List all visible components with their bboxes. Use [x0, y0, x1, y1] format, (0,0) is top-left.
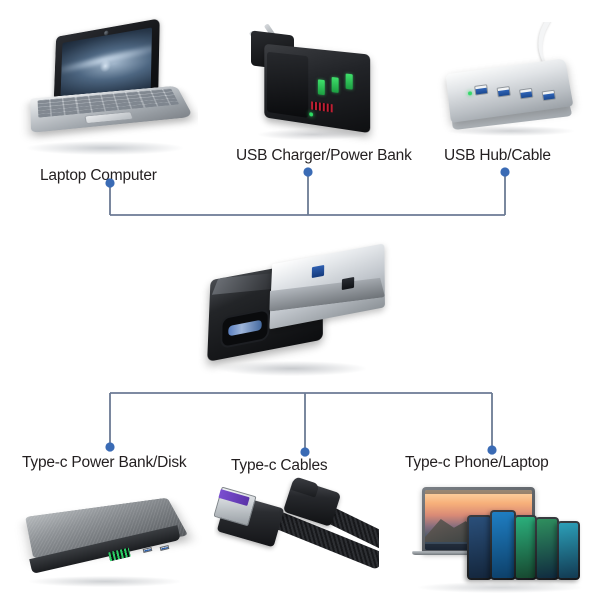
macbook-menu-bar: [424, 490, 533, 495]
hub-usb-port: [474, 83, 489, 96]
connector-dot: [303, 167, 313, 177]
smartphone: [513, 514, 538, 581]
hub-usb-port: [496, 85, 512, 97]
smartphone: [490, 509, 516, 581]
charger-front-face: [267, 51, 309, 118]
charger-body: [264, 43, 371, 133]
charger-status-led-icon: [309, 112, 313, 117]
charger-led-display: [311, 101, 333, 113]
smartphone: [556, 521, 581, 581]
smartphone: [535, 517, 559, 581]
adapter-shadow: [218, 360, 366, 376]
power-bank-usb-port: [142, 547, 153, 553]
label-usb-charger: USB Charger/Power Bank: [236, 147, 412, 164]
usb-hub-image: [428, 22, 598, 147]
type-c-cables-image: [214, 476, 379, 594]
type-c-phone-laptop-image: [402, 472, 598, 598]
power-bank-shadow: [29, 576, 182, 587]
smartphone: [466, 514, 493, 581]
laptop-shadow: [27, 141, 183, 156]
label-type-c-phone-laptop: Type-c Phone/Laptop: [405, 454, 549, 471]
label-usb-hub: USB Hub/Cable: [444, 147, 551, 164]
connector-dot: [500, 167, 510, 177]
charger-usb-port: [331, 76, 339, 93]
hub-status-led-icon: [467, 90, 473, 95]
hub-usb-port: [541, 89, 557, 101]
power-bank-usb-port: [159, 544, 170, 551]
adapter-usb-a-notch: [341, 276, 355, 290]
label-type-c-power-bank: Type-c Power Bank/Disk: [22, 454, 187, 471]
type-c-power-bank-image: [14, 476, 204, 594]
label-type-c-cables: Type-c Cables: [231, 457, 328, 474]
usb-charger-image: [228, 14, 393, 149]
connector-dot: [105, 442, 115, 452]
charger-usb-port: [317, 79, 325, 96]
laptop-computer-image: [8, 8, 198, 163]
usb-a-to-type-c-adapter-image: [198, 232, 398, 380]
hub-shadow: [448, 125, 575, 136]
charger-shadow: [257, 128, 367, 140]
connector-dot: [300, 447, 310, 457]
phone-laptop-shadow: [417, 581, 583, 593]
label-laptop-computer: Laptop Computer: [40, 167, 157, 184]
charger-usb-port: [345, 73, 353, 90]
laptop-trackpad: [84, 110, 135, 124]
hub-usb-port: [519, 87, 534, 99]
